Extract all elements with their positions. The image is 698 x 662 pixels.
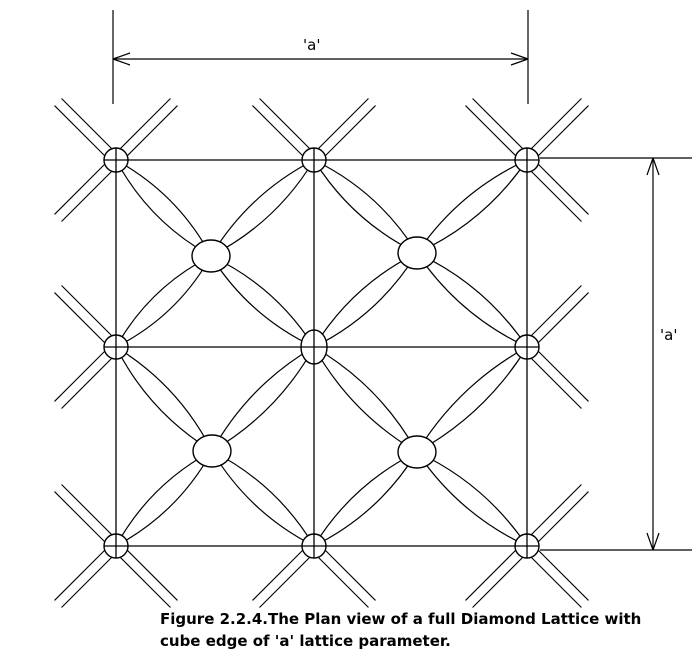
bond-lens xyxy=(312,251,419,349)
bond-lens xyxy=(312,158,419,255)
bond-spoke xyxy=(523,285,582,344)
bond-lens xyxy=(210,345,316,453)
atoms-layer xyxy=(103,147,540,559)
bond-lens xyxy=(415,251,529,349)
caption-line-1: Figure 2.2.4.The Plan view of a full Dia… xyxy=(160,610,642,628)
bond-lens xyxy=(209,254,316,349)
bond-spoke xyxy=(54,292,113,351)
bond-spoke xyxy=(530,105,589,164)
bond-lens xyxy=(114,449,214,548)
bond-spoke xyxy=(54,343,113,402)
dimension-arrow-right xyxy=(510,52,529,66)
bond-lens xyxy=(114,158,213,258)
figure-caption: Figure 2.2.4.The Plan view of a full Dia… xyxy=(160,608,680,652)
bond-spoke xyxy=(523,350,582,409)
bond-spoke xyxy=(530,491,589,550)
bond-spoke xyxy=(61,285,120,344)
bond-spoke xyxy=(54,542,113,601)
bond-lens xyxy=(210,449,316,548)
bond-spoke xyxy=(119,105,178,164)
bond-spoke xyxy=(465,542,524,601)
atom-interior xyxy=(397,236,437,270)
bond-spoke xyxy=(259,549,318,608)
bond-lens xyxy=(114,254,213,349)
bond-spoke xyxy=(317,105,376,164)
dimension-label-top: 'a' xyxy=(303,36,320,54)
atom-interior xyxy=(191,239,231,273)
atom-interior xyxy=(192,434,232,468)
bond-spoke xyxy=(310,98,369,157)
bond-spoke xyxy=(523,163,582,222)
bond-spoke xyxy=(54,491,113,550)
bond-lens xyxy=(415,158,529,255)
bond-spoke xyxy=(61,350,120,409)
bond-spoke xyxy=(317,542,376,601)
bond-spoke xyxy=(523,484,582,543)
bond-spoke xyxy=(472,549,531,608)
bond-spoke xyxy=(119,542,178,601)
bond-lens xyxy=(114,345,214,453)
dimension-label-right: 'a' xyxy=(660,326,677,344)
bond-spoke xyxy=(530,156,589,215)
bond-spoke xyxy=(54,105,113,164)
bond-lens xyxy=(312,450,419,548)
dimension-lines xyxy=(112,10,692,551)
bond-lens xyxy=(209,158,316,258)
bond-spoke xyxy=(310,549,369,608)
bond-spoke xyxy=(523,98,582,157)
bond-spoke xyxy=(61,549,120,608)
bond-spoke xyxy=(252,105,311,164)
dimension-arrow-left xyxy=(112,52,131,66)
dimension-arrow-top xyxy=(646,157,660,176)
atom-interior xyxy=(397,435,437,469)
bond-spoke xyxy=(61,98,120,157)
bond-spoke xyxy=(259,98,318,157)
bond-spoke xyxy=(61,163,120,222)
bond-spoke xyxy=(530,542,589,601)
bond-spoke xyxy=(54,156,113,215)
bond-spoke xyxy=(61,484,120,543)
bond-spoke xyxy=(112,98,171,157)
bond-spoke xyxy=(523,549,582,608)
bond-lens xyxy=(415,450,529,548)
bond-spoke xyxy=(112,549,171,608)
caption-line-2: cube edge of 'a' lattice parameter. xyxy=(160,632,451,650)
bond-spoke xyxy=(530,343,589,402)
bond-spoke xyxy=(530,292,589,351)
bond-spoke xyxy=(252,542,311,601)
bond-spoke xyxy=(472,98,531,157)
bond-spoke xyxy=(465,105,524,164)
dimension-arrow-bottom xyxy=(646,532,660,551)
external-bonds-layer xyxy=(54,98,589,608)
bond-lens xyxy=(312,345,419,454)
bond-lens xyxy=(415,345,529,454)
